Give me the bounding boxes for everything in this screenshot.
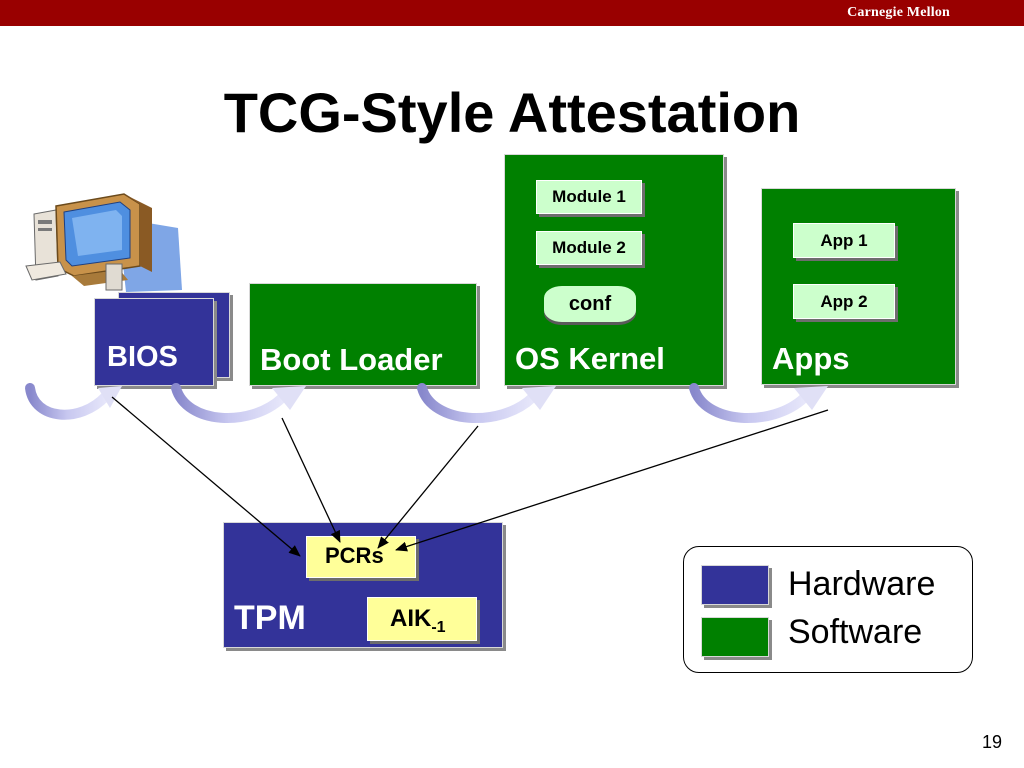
kernel-module-2: Module 2	[536, 231, 642, 265]
curved-arrow-3	[417, 383, 556, 424]
curved-arrow-2	[171, 383, 306, 424]
aik-key: AIK-1	[367, 597, 477, 641]
os-kernel-label: OS Kernel	[515, 341, 665, 376]
boot-loader-label: Boot Loader	[260, 342, 443, 377]
kernel-module-1: Module 1	[536, 180, 642, 214]
aik-label: AIK-1	[390, 605, 446, 637]
pcrs-label: PCRs	[325, 543, 384, 568]
legend: Hardware Software	[683, 546, 973, 673]
slide-title: TCG-Style Attestation	[223, 81, 801, 144]
arrow-bios-to-pcrs	[111, 396, 301, 557]
tpm-label: TPM	[234, 599, 306, 637]
header-bar: Carnegie Mellon	[0, 0, 1024, 26]
legend-hardware-swatch	[701, 565, 769, 605]
apps-label: Apps	[772, 341, 850, 376]
curved-arrow-1	[25, 383, 122, 420]
aik-subscript: -1	[431, 618, 446, 636]
legend-software-swatch	[701, 617, 769, 657]
app-item-1: App 1	[793, 223, 895, 258]
arrow-bootloader-to-pcrs	[281, 417, 341, 543]
page-number: 19	[981, 732, 1002, 752]
boot-loader-box: Boot Loader	[249, 283, 477, 386]
app-item-2: App 2	[793, 284, 895, 319]
legend-hardware-label: Hardware	[788, 565, 936, 603]
arrow-kernel-to-pcrs	[377, 425, 479, 549]
kernel-conf: conf	[544, 286, 636, 322]
brand-logo-text: Carnegie Mellon	[847, 5, 950, 20]
aik-text: AIK	[390, 605, 432, 632]
bios-label: BIOS	[107, 341, 178, 373]
curved-arrow-4	[689, 383, 828, 424]
bios-box: BIOS	[94, 298, 214, 386]
arrow-apps-to-pcrs	[395, 409, 829, 552]
legend-software-label: Software	[788, 613, 923, 651]
